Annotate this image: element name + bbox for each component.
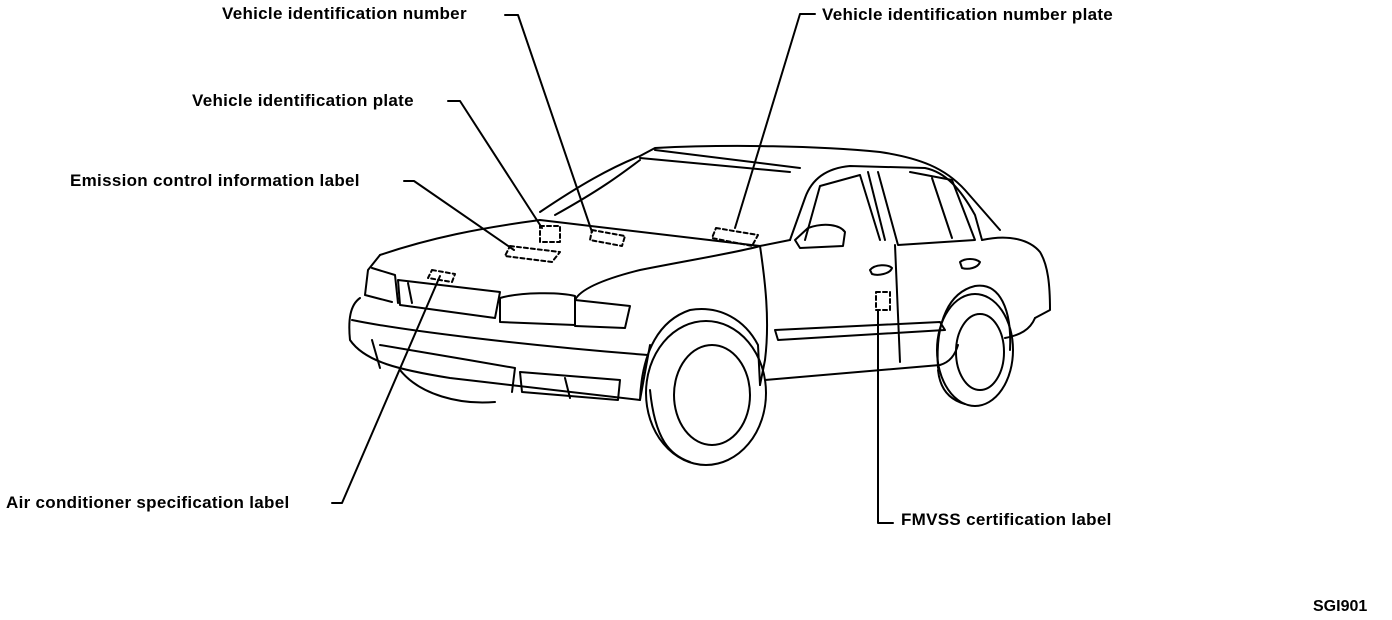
vin-label: Vehicle identification number [222, 4, 467, 23]
ac-spec-label: Air conditioner specification label [6, 493, 290, 512]
figure-code: SGI901 [1313, 598, 1368, 615]
fmvss-label: FMVSS certification label [901, 510, 1112, 529]
id-plate-label: Vehicle identification plate [192, 91, 414, 110]
vin-plate-label: Vehicle identification number plate [822, 5, 1114, 24]
emission-label: Emission control information label [70, 171, 360, 190]
